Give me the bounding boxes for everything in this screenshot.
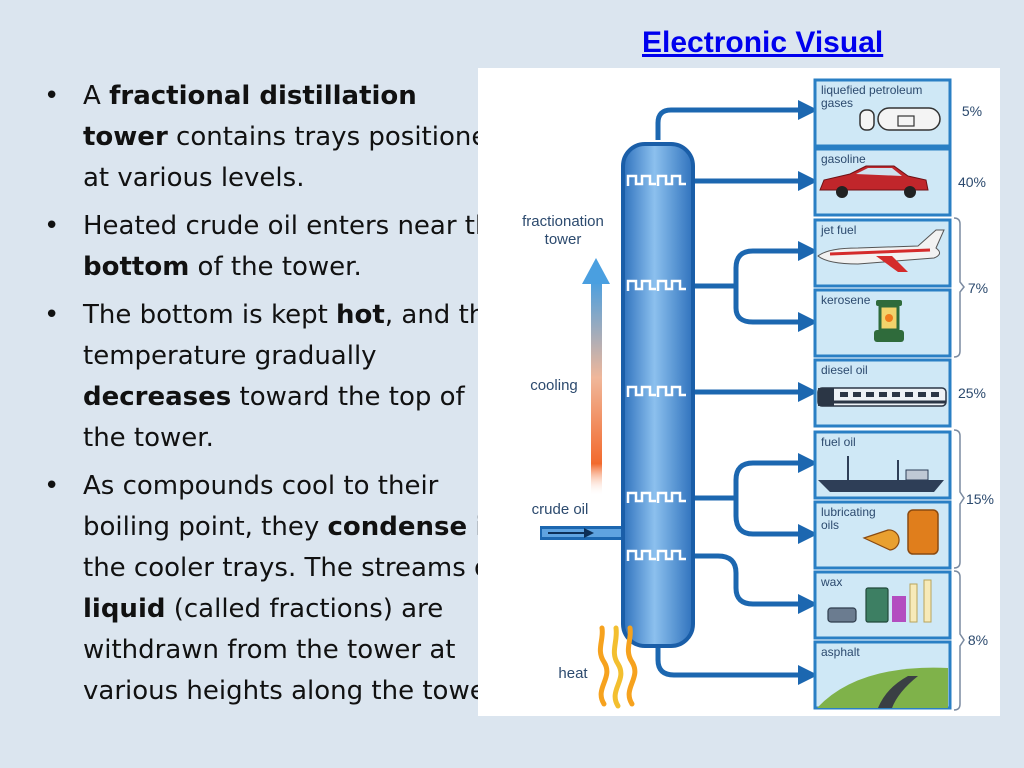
cooling-label: cooling bbox=[530, 377, 578, 394]
product-label: diesel oil bbox=[821, 363, 868, 377]
product-label: asphalt bbox=[821, 645, 860, 659]
bullet-text: Heated crude oil enters near the bbox=[83, 211, 508, 241]
fractionation-tower bbox=[621, 142, 695, 648]
product-label: gasoline bbox=[821, 152, 866, 166]
product-label: lubricating bbox=[821, 505, 876, 519]
product-label: oils bbox=[821, 518, 839, 532]
train-icon bbox=[817, 387, 947, 407]
wax-cans-icon bbox=[827, 579, 932, 623]
pipe-lpg bbox=[655, 100, 818, 140]
product-label: liquefied petroleum bbox=[821, 83, 922, 97]
tray-icon bbox=[626, 549, 656, 561]
percent-lpg: 5% bbox=[962, 103, 982, 119]
pipe-wax bbox=[692, 553, 818, 614]
product-box-train: diesel oil bbox=[813, 358, 952, 428]
bullet-bold-text: decreases bbox=[83, 382, 232, 412]
bullet-text: of the tower. bbox=[189, 252, 362, 282]
heat-label: heat bbox=[558, 665, 588, 682]
percent-fuel-lubricating: 15% bbox=[966, 491, 994, 507]
tray-icon bbox=[656, 491, 686, 503]
tower-label-line2: tower bbox=[545, 231, 582, 248]
group-brackets bbox=[953, 217, 965, 711]
tray-icon bbox=[626, 385, 656, 397]
pipe-fuel-oil bbox=[733, 453, 818, 498]
tray-icon bbox=[656, 549, 686, 561]
tray-icon bbox=[656, 174, 686, 186]
pipe-kerosene bbox=[733, 286, 818, 332]
heat-flame-icon bbox=[597, 625, 638, 709]
bracket-8pct bbox=[953, 570, 965, 711]
product-label: fuel oil bbox=[821, 435, 856, 449]
car-icon bbox=[819, 165, 929, 198]
bracket-15pct bbox=[953, 429, 965, 569]
bullet-item: Heated crude oil enters near the bottom … bbox=[40, 206, 510, 288]
gas-tanks-icon bbox=[859, 107, 941, 131]
tray-icon bbox=[626, 491, 656, 503]
bullet-text: , and the temperature gradually bbox=[83, 300, 502, 371]
ship-icon bbox=[818, 456, 944, 492]
bullet-text: toward the top of the tower. bbox=[83, 382, 465, 453]
bullet-item: A fractional distillation tower contains… bbox=[40, 76, 510, 199]
pipe-jet-fuel bbox=[733, 241, 818, 286]
crude-oil-label: crude oil bbox=[532, 501, 589, 518]
bullet-item: As compounds cool to their boiling point… bbox=[40, 466, 510, 712]
bullet-bold-text: fractional distillation tower bbox=[83, 81, 417, 152]
product-box-lantern: kerosene bbox=[813, 288, 952, 358]
product-label: wax bbox=[820, 575, 842, 589]
bullet-text: As compounds cool to their boiling point… bbox=[83, 471, 439, 542]
bullet-text: The bottom is kept bbox=[83, 300, 337, 330]
cooling-arrow bbox=[582, 258, 610, 496]
tray-icon bbox=[656, 385, 686, 397]
product-box-airplane: jet fuel bbox=[813, 218, 952, 288]
product-box-ship: fuel oil bbox=[813, 430, 952, 500]
diagram-svg: fractionation tower cooling crude oil he… bbox=[522, 78, 994, 711]
bracket-7pct bbox=[953, 217, 965, 358]
bullet-bold-text: liquid bbox=[83, 594, 166, 624]
electronic-visual-link[interactable]: Electronic Visual bbox=[642, 26, 884, 59]
product-label: kerosene bbox=[821, 293, 871, 307]
tray-icon bbox=[626, 174, 656, 186]
product-pipes bbox=[655, 100, 818, 685]
product-box-car: gasoline bbox=[813, 147, 952, 217]
bullet-bold-text: hot bbox=[336, 300, 385, 330]
tray-icon bbox=[626, 279, 656, 291]
bullet-text: contains trays positioned at various lev… bbox=[83, 122, 504, 193]
percent-diesel: 25% bbox=[958, 385, 986, 401]
crude-oil-inlet bbox=[540, 526, 636, 540]
tower-label-line1: fractionation bbox=[522, 213, 604, 230]
product-label: jet fuel bbox=[820, 223, 856, 237]
pipe-lubricating bbox=[733, 498, 818, 544]
lantern-icon bbox=[874, 300, 904, 342]
percent-jet-kerosene: 7% bbox=[968, 280, 988, 296]
percent-gasoline: 40% bbox=[958, 174, 986, 190]
percent-wax-asphalt: 8% bbox=[968, 632, 988, 648]
pipe-asphalt bbox=[655, 643, 818, 685]
airplane-icon bbox=[817, 229, 945, 272]
product-box-road: asphalt bbox=[813, 640, 952, 710]
bullet-list: A fractional distillation tower contains… bbox=[40, 76, 510, 719]
bullet-text: A bbox=[83, 81, 110, 111]
bullet-bold-text: condense bbox=[327, 512, 468, 542]
product-label: gases bbox=[821, 96, 853, 110]
tray-icon bbox=[656, 279, 686, 291]
bullet-text: (called fractions) are withdrawn from th… bbox=[83, 594, 503, 706]
bullet-bold-text: bottom bbox=[83, 252, 190, 282]
road-icon bbox=[817, 667, 948, 708]
distillation-diagram: fractionation tower cooling crude oil he… bbox=[478, 68, 1000, 716]
product-box-wax-cans: wax bbox=[813, 570, 952, 640]
bullet-item: The bottom is kept hot, and the temperat… bbox=[40, 295, 510, 459]
oil-can-icon bbox=[862, 509, 939, 555]
